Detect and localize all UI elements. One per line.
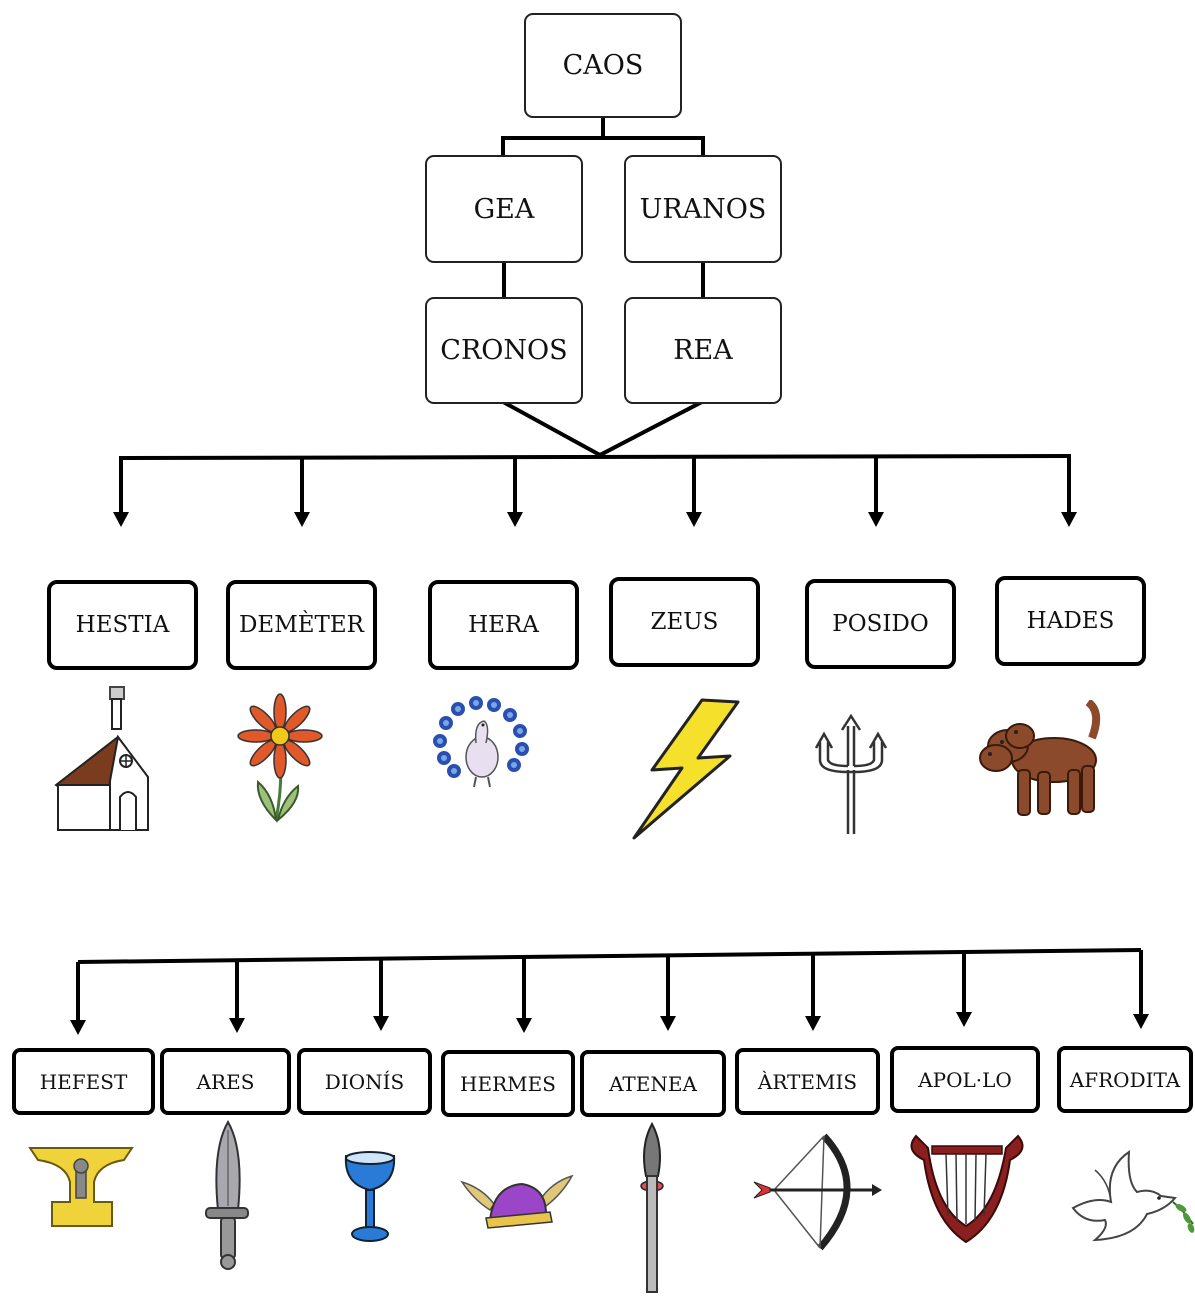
winged-helmet-icon	[460, 1174, 574, 1229]
olympian-box-apollo: APOL·LO	[890, 1046, 1040, 1113]
olympian-box-hefest: HEFEST	[12, 1048, 155, 1115]
uranos-label: URANOS	[639, 193, 767, 225]
olympian-label: APOL·LO	[918, 1067, 1012, 1092]
child-box-hera: HERA	[428, 580, 579, 670]
olympian-box-afrodita: AFRODITA	[1057, 1046, 1193, 1113]
olympian-box-hermes: HERMES	[441, 1050, 575, 1117]
olympian-label: ÀRTEMIS	[757, 1069, 858, 1094]
trident-icon	[814, 713, 887, 834]
caos-box: CAOS	[524, 13, 682, 118]
house-icon	[54, 686, 149, 831]
spear-icon	[640, 1122, 664, 1293]
olympian-label: DIONÍS	[324, 1069, 405, 1094]
anvil-icon	[28, 1147, 134, 1227]
olympian-label: ATENEA	[609, 1071, 697, 1096]
gea-label: GEA	[473, 193, 535, 225]
olympian-box-artemis: ÀRTEMIS	[735, 1048, 880, 1115]
three-headed-dog-icon	[979, 700, 1101, 816]
olympian-box-dionis: DIONÍS	[297, 1048, 432, 1115]
child-box-demeter: DEMÈTER	[226, 580, 377, 670]
olympian-label: HEFEST	[39, 1069, 128, 1094]
rea-label: REA	[673, 335, 733, 366]
bow-arrow-icon	[753, 1133, 882, 1251]
child-label: DEMÈTER	[238, 612, 365, 638]
child-label: ZEUS	[650, 609, 719, 635]
lyre-icon	[910, 1134, 1024, 1244]
caos-label: CAOS	[562, 50, 644, 81]
dove-icon	[1071, 1150, 1195, 1242]
olympian-label: ARES	[196, 1069, 255, 1094]
cronos-label: CRONOS	[440, 335, 568, 366]
cronos-box: CRONOS	[425, 297, 583, 404]
olympian-box-atenea: ATENEA	[580, 1050, 726, 1117]
flower-icon	[237, 693, 323, 823]
peacock-icon	[431, 695, 531, 788]
child-box-zeus: ZEUS	[609, 577, 760, 667]
olympian-label: HERMES	[460, 1071, 556, 1096]
child-label: HERA	[468, 612, 539, 638]
gea-box: GEA	[425, 155, 583, 263]
sword-icon	[205, 1120, 249, 1270]
olympian-box-ares: ARES	[160, 1048, 291, 1115]
child-box-hades: HADES	[995, 576, 1146, 666]
child-box-hestia: HESTIA	[47, 580, 198, 670]
rea-box: REA	[624, 297, 782, 404]
olympian-label: AFRODITA	[1069, 1067, 1181, 1092]
lightning-icon	[632, 698, 740, 840]
uranos-box: URANOS	[624, 155, 782, 263]
child-box-posido: POSIDO	[805, 579, 956, 669]
goblet-icon	[344, 1151, 396, 1242]
child-label: POSIDO	[832, 611, 929, 637]
child-label: HADES	[1026, 608, 1115, 634]
child-label: HESTIA	[75, 612, 170, 638]
